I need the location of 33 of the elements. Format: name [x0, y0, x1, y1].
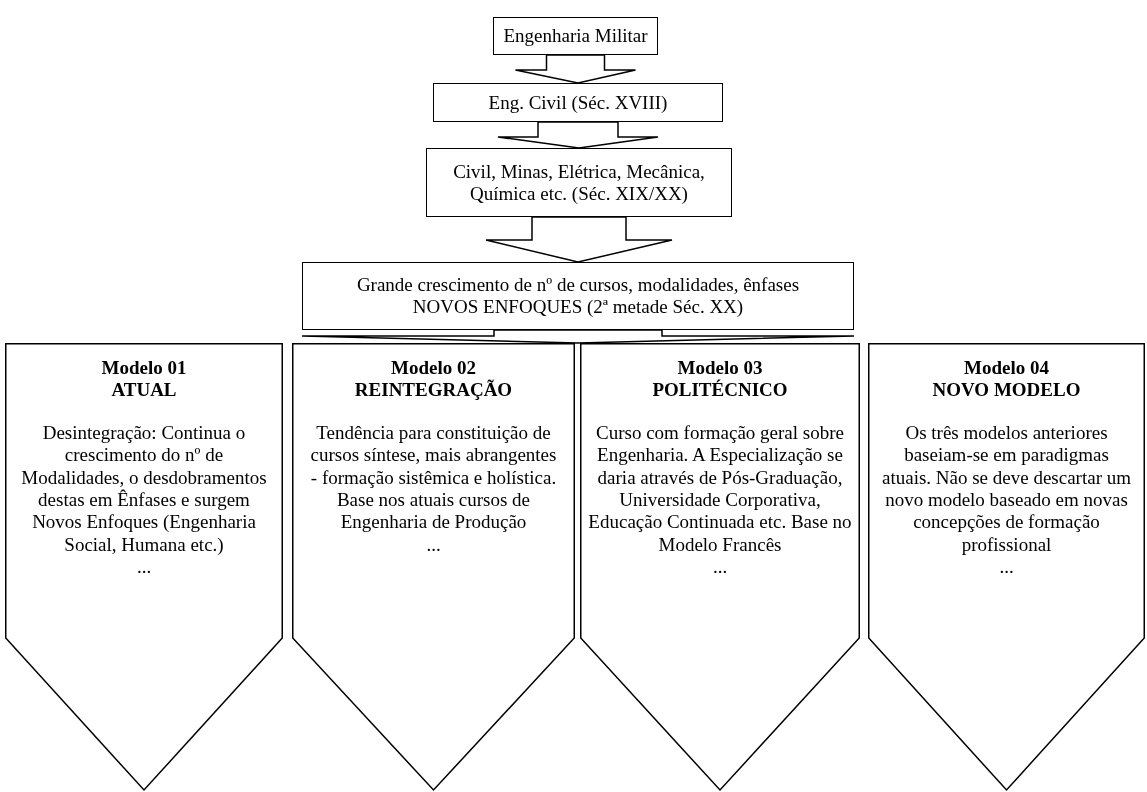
model-title: POLITÉCNICO	[652, 379, 788, 402]
model-description: Os três modelos anteriores baseiam-se em paradigmas atuais. Não se deve descartar um novo modelo baseado em novas concepções de formação profissional	[881, 421, 1132, 557]
block-arrow	[301, 329, 855, 344]
block-arrow	[514, 54, 637, 84]
pentagon-box	[868, 343, 1145, 790]
model-number: Modelo 04	[964, 357, 1049, 380]
model-description: Desintegração: Continua o crescimento do nº de Modalidades, o desdobramentos destas em Ênfases e surgem Novos Enfoques (Engenharia Social, Humana etc.)	[20, 421, 268, 557]
model-title: NOVO MODELO	[932, 379, 1081, 402]
model-number: Modelo 01	[101, 357, 187, 380]
box-text: Eng. Civil (Séc. XVIII)	[488, 91, 668, 114]
ellipsis-text: ...	[712, 556, 728, 579]
process-box	[426, 148, 732, 217]
process-box	[302, 262, 854, 330]
model-number: Modelo 03	[677, 357, 763, 379]
pentagon-box	[5, 343, 283, 790]
pentagon-box	[580, 343, 860, 790]
model-number: Modelo 02	[391, 357, 476, 379]
process-box	[493, 17, 658, 55]
model-description: Curso com formação geral sobre Engenharia. A Especialização se daria através de Pós-Graduação, Universidade Corporativa, Educação Continuada etc. Base no Modelo Francês	[587, 421, 853, 557]
block-arrow	[485, 216, 673, 263]
box-text: Civil, Minas, Elétrica, Mecânica, Química etc. (Séc. XIX/XX)	[452, 160, 706, 205]
pentagon-box	[292, 343, 575, 790]
model-title: REINTEGRAÇÃO	[354, 379, 513, 402]
box-text: Grande crescimento de nº de cursos, modalidades, ênfases	[356, 274, 800, 296]
ellipsis-text: ...	[136, 556, 152, 579]
model-description: Tendência para constituição de cursos síntese, mais abrangentes - formação sistêmica e holística. Base nos atuais cursos de Engenharia de Produção	[309, 421, 558, 534]
box-text: NOVOS ENFOQUES (2ª metade Séc. XX)	[412, 296, 744, 318]
model-title: ATUAL	[111, 379, 177, 402]
ellipsis-text: ...	[999, 556, 1014, 579]
process-box	[433, 83, 723, 122]
box-text: Engenharia Militar	[503, 25, 648, 47]
ellipsis-text: ...	[426, 533, 441, 557]
block-arrow	[497, 121, 659, 149]
